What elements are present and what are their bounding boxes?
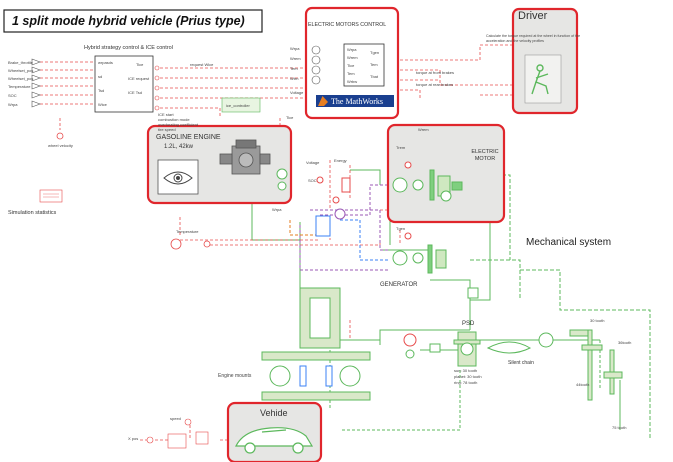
vehicle-title: Vehide	[260, 408, 288, 418]
psd-teeth-ring: ring: 78 tooth	[454, 380, 477, 385]
strategy-port-in: Tsd	[98, 88, 104, 93]
psd-label: PSD	[462, 321, 474, 327]
tgen-label: Tgen	[396, 226, 405, 231]
strategy-input-label: Wheelset_pos	[8, 68, 33, 73]
psd-teeth-planet: planet: 30 tooth	[454, 374, 482, 379]
wrem-label: Wrem	[418, 127, 429, 132]
motors-control-title: ELECTRIC MOTORS CONTROL	[308, 22, 386, 28]
strategy-port-out: ICE request	[128, 76, 149, 81]
strategy-input-label: Wheelset_pos	[8, 76, 33, 81]
driver-block[interactable]	[525, 55, 561, 103]
gasoline-engine-spec: 1.2L, 42kw	[164, 144, 193, 150]
engine-mounts-label: Engine mounts	[218, 373, 251, 379]
wheel-velocity-label: wheel velocity	[48, 143, 73, 148]
electrical-connections	[290, 185, 390, 270]
mechanical-system-label: Mechanical system	[526, 237, 611, 248]
gear-teeth-label: 44tooth	[576, 382, 589, 387]
electric-motor-title: ELECTRIC MOTOR	[470, 149, 500, 163]
strategy-input-label: SOC	[8, 93, 17, 98]
motors-port-in: Tice	[347, 63, 354, 68]
voltage-label: Voltage	[306, 160, 319, 165]
electric-motor-highlight	[388, 125, 504, 222]
strategy-port-in: Wice	[98, 102, 107, 107]
motors-port-out: Tbat	[370, 74, 378, 79]
driver-title: Driver	[518, 10, 547, 22]
gear-teeth-label: 30 tooth	[590, 318, 604, 323]
psd-teeth-sun: sun: 30 tooth	[454, 368, 477, 373]
gear-teeth-label: 75 tooth	[612, 425, 626, 430]
trem-label: Trem	[396, 145, 405, 150]
strategy-input-label: Wrpa	[8, 102, 17, 107]
page-title: 1 split mode hybrid vehicle (Prius type)	[12, 14, 245, 28]
motors-input-label: Wrpa	[290, 46, 299, 51]
energy-label: Energy	[334, 158, 347, 163]
silent-chain-label: Silent chain	[508, 360, 534, 366]
motors-input-label: Tem	[290, 66, 298, 71]
temperature-label: Temperature	[176, 229, 198, 234]
strategy-port-out: Tice	[136, 62, 143, 67]
tice-label: Tice	[286, 115, 293, 120]
strategy-port-in: wrpasds	[98, 60, 113, 65]
generator-label: GENERATOR	[380, 282, 417, 288]
motors-input-label: Wtrn	[290, 76, 298, 81]
motors-port-in: Tem	[347, 71, 355, 76]
strategy-output-ports	[155, 66, 159, 110]
gasoline-engine-title: GASOLINE ENGINE	[156, 134, 221, 141]
mathworks-label: The MathWorks	[331, 97, 383, 106]
strategy-input-label: Temperature	[8, 84, 30, 89]
speed-label: speed	[170, 416, 181, 421]
mathworks-icon	[318, 96, 328, 106]
motors-input-label: Voltage	[290, 90, 303, 95]
wrpa-label: Wrpa	[272, 207, 281, 212]
strategy-input-label: Brake_throttle	[8, 60, 33, 65]
generator-components[interactable]	[393, 233, 446, 273]
xpos-label: X pos	[128, 436, 138, 441]
strategy-port-out: ICE Tsd	[128, 90, 142, 95]
motors-port-in: Wrbw	[347, 79, 357, 84]
vehicle-input-blocks[interactable]	[147, 419, 208, 448]
strategy-title: Hybrid strategy control & ICE control	[84, 45, 173, 51]
motors-port-out: Tem	[370, 62, 378, 67]
soc-label: SOC	[308, 178, 317, 183]
torque-rear-label: torque at rear brakes	[416, 82, 453, 87]
driver-note: Calculate the torque required at the whe…	[486, 34, 586, 44]
battery-components[interactable]	[316, 177, 350, 236]
motors-port-in: Wrem	[347, 55, 358, 60]
mathworks-logo: The MathWorks	[316, 95, 394, 107]
simulation-statistics-label: Simulation statistics	[8, 210, 56, 216]
motors-port-out: Tgen	[370, 50, 379, 55]
motors-input-label: Wrem	[290, 56, 301, 61]
engine-structure[interactable]	[262, 288, 370, 400]
tire-speed-label: tire speed	[158, 127, 176, 132]
gear-teeth-label: 36tooth	[618, 340, 631, 345]
request-wice-label: request Wice	[190, 62, 213, 67]
torque-front-label: torque at front brakes	[416, 70, 454, 75]
strategy-port-in: sd	[98, 74, 102, 79]
simulation-statistics-block[interactable]	[40, 190, 62, 202]
strategy-input-ports	[32, 59, 40, 107]
ice-controller-label: ice_controller	[226, 103, 250, 108]
motors-port-in: Wrpa	[347, 47, 356, 52]
